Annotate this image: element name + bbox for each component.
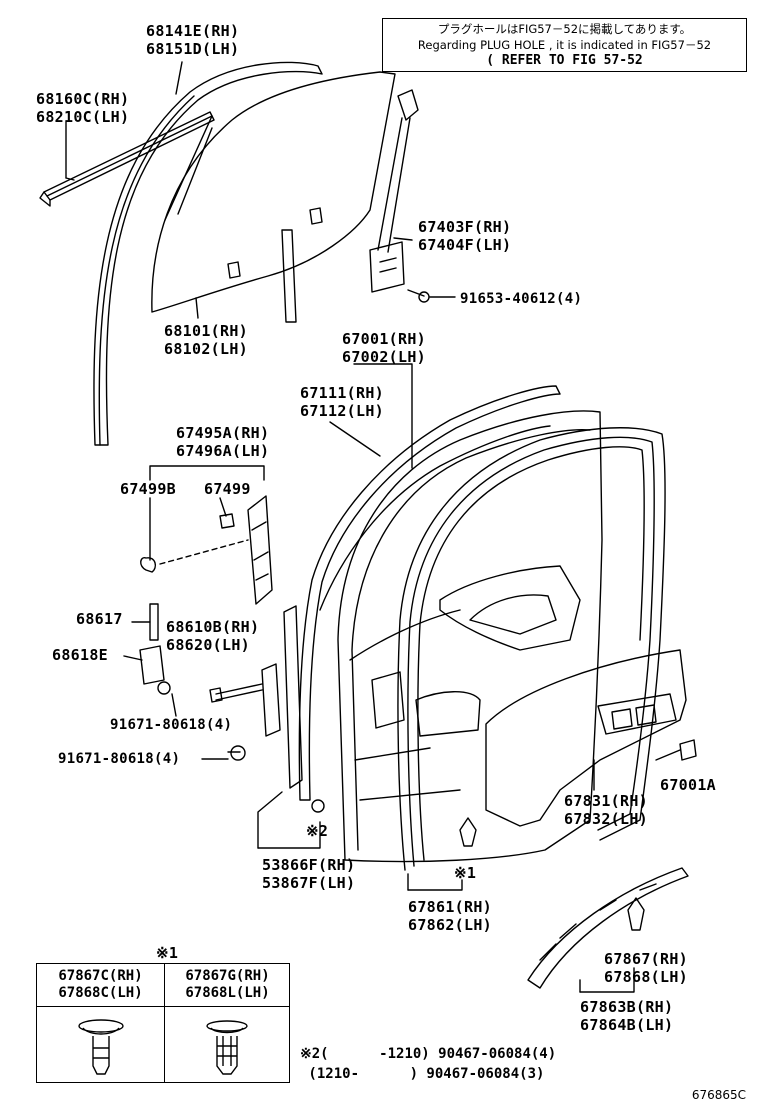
label-68610b[interactable]: 68610B(RH) 68620(LH): [166, 618, 260, 654]
bolt-91653: [407, 289, 430, 303]
label-67867[interactable]: 67867(RH) 67868(LH): [604, 950, 688, 986]
label-67499[interactable]: 67499: [204, 480, 251, 498]
label-91671-b[interactable]: 91671-80618(4): [58, 751, 181, 767]
hinge-pin: [149, 603, 159, 641]
lower-molding: [527, 867, 689, 989]
outer-weatherstrip: [298, 385, 561, 801]
clip-67499b: [140, 557, 157, 573]
bolt-91671-b: [227, 745, 246, 761]
clip-c-drawing: [78, 1019, 124, 1075]
mark-2: ※2: [306, 822, 329, 840]
label-91653[interactable]: 91653-40612(4): [460, 291, 583, 307]
glass-run-rear: [281, 229, 297, 323]
label-68617[interactable]: 68617: [76, 610, 123, 628]
clip-table-right-header[interactable]: 67867G(RH) 67868L(LH): [185, 968, 270, 1001]
clip-table-left-header[interactable]: 67867C(RH) 67868C(LH): [58, 968, 143, 1001]
clip-mark-1: [459, 817, 477, 847]
label-67861[interactable]: 67861(RH) 67862(LH): [408, 898, 492, 934]
door-seal-front: [283, 605, 303, 789]
cap-67001a: [679, 739, 697, 761]
door-check: [209, 663, 281, 737]
division-bar: [369, 89, 419, 293]
footnote-line-1: ※2( -1210) 90467-06084(4): [300, 1046, 557, 1062]
drawing-id: 676865C: [691, 1088, 746, 1102]
clip-table-marker: ※1: [156, 944, 179, 962]
label-68618e[interactable]: 68618E: [52, 646, 108, 664]
label-67001[interactable]: 67001(RH) 67002(LH): [342, 330, 426, 366]
clip-mark-2: [311, 799, 325, 813]
note-line-ja: プラグホールはFIG57－52に掲載してあります。: [437, 22, 692, 36]
belt-weatherstrip: [39, 111, 215, 207]
label-68141e[interactable]: 68141E(RH) 68151D(LH): [146, 22, 240, 58]
clip-67867: [627, 897, 645, 931]
label-67403f[interactable]: 67403F(RH) 67404F(LH): [418, 218, 512, 254]
label-67001a[interactable]: 67001A: [660, 776, 716, 794]
label-68101[interactable]: 68101(RH) 68102(LH): [164, 322, 248, 358]
label-67111[interactable]: 67111(RH) 67112(LH): [300, 384, 384, 420]
label-68160c[interactable]: 68160C(RH) 68210C(LH): [36, 90, 130, 126]
label-91671-a[interactable]: 91671-80618(4): [110, 717, 233, 733]
door-panel: [337, 410, 603, 863]
door-glass: [151, 71, 396, 313]
hinge-garnish: [247, 495, 273, 605]
clip-67499: [219, 513, 235, 529]
label-67499b[interactable]: 67499B: [120, 480, 176, 498]
clip-table: 67867C(RH) 67868C(LH) 67867G(RH) 67868L(…: [36, 963, 290, 1083]
bolt-91671-a: [157, 681, 171, 695]
plug-hole-note: プラグホールはFIG57－52に掲載してあります。 Regarding PLUG…: [382, 18, 747, 72]
label-53866f[interactable]: 53866F(RH) 53867F(LH): [262, 856, 356, 892]
glass-run-channel: [93, 61, 323, 446]
mark-1: ※1: [454, 864, 477, 882]
label-67495a[interactable]: 67495A(RH) 67496A(LH): [176, 424, 270, 460]
note-refer-link[interactable]: ( REFER TO FIG 57-52: [486, 53, 643, 68]
label-67831[interactable]: 67831(RH) 67832(LH): [564, 792, 648, 828]
clip-g-drawing: [206, 1020, 248, 1075]
note-line-en: Regarding PLUG HOLE , it is indicated in…: [417, 38, 712, 52]
hinge-68618e: [139, 645, 165, 685]
label-67863b[interactable]: 67863B(RH) 67864B(LH): [580, 998, 674, 1034]
door-trim-board: [485, 649, 687, 827]
footnote-line-2: (1210- ) 90467-06084(3): [300, 1066, 545, 1082]
